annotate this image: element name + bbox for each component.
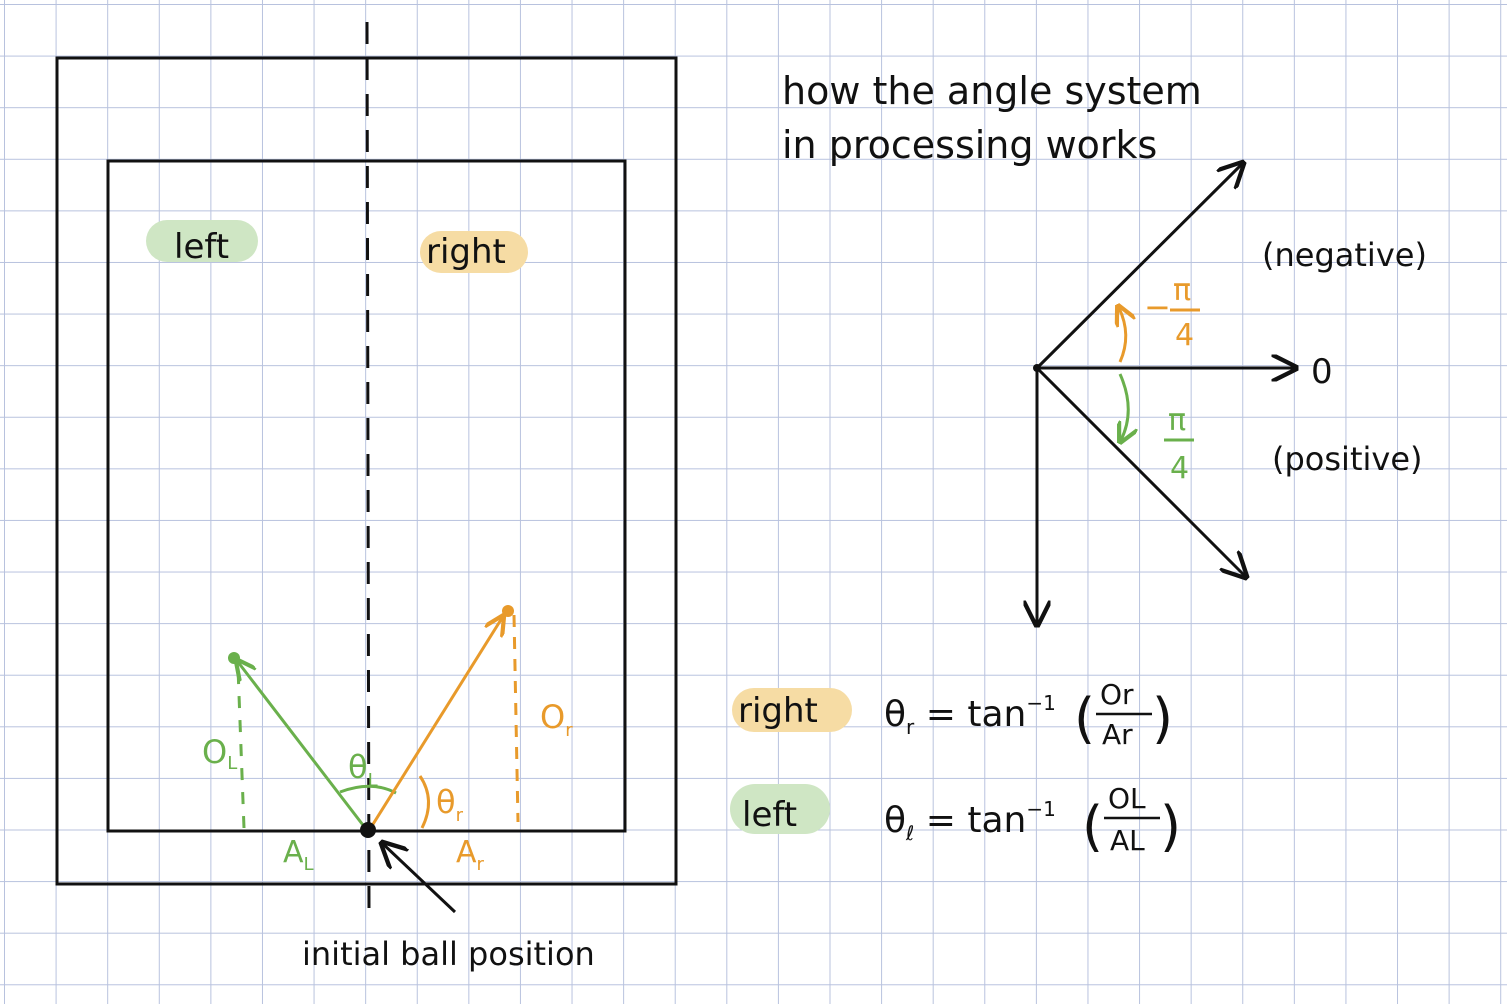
negative-angle-arc bbox=[1119, 308, 1126, 363]
right-velocity-arrow bbox=[368, 618, 502, 830]
negative-direction-arrow bbox=[1035, 163, 1243, 370]
outer-frame bbox=[55, 56, 678, 886]
ball bbox=[360, 822, 376, 838]
right-angle-arc bbox=[418, 775, 430, 829]
positive-angle-arc bbox=[1120, 373, 1128, 440]
left-velocity-arrow bbox=[238, 662, 368, 830]
left-formula-label: left bbox=[742, 795, 797, 835]
right-formula-highlight bbox=[732, 688, 852, 732]
ball-position-label: initial ball position bbox=[302, 935, 595, 973]
ball-pointer-arrow bbox=[382, 843, 457, 914]
right-formula-denominator: Ar bbox=[1102, 718, 1133, 751]
left-opposite-label: OL bbox=[202, 733, 237, 774]
right-target-point bbox=[502, 605, 514, 617]
negative-angle-sign: − bbox=[1144, 288, 1171, 326]
right-formula-open-paren: ( bbox=[1074, 687, 1095, 750]
left-formula-close-paren: ) bbox=[1160, 795, 1181, 858]
left-formula-numerator: OL bbox=[1108, 782, 1146, 815]
left-adjacent-label: AL bbox=[283, 835, 314, 875]
negative-label: (negative) bbox=[1262, 236, 1427, 274]
left-region-label: left bbox=[174, 227, 229, 267]
right-opposite-dashed bbox=[512, 614, 520, 823]
right-formula-label: right bbox=[738, 691, 818, 731]
zero-angle-label: 0 bbox=[1311, 352, 1333, 392]
right-formula-numerator: Or bbox=[1100, 678, 1134, 711]
right-highlight bbox=[420, 231, 528, 273]
right-theta-label: θr bbox=[436, 783, 464, 826]
left-angle-arc bbox=[339, 784, 397, 795]
left-formula-open-paren: ( bbox=[1082, 795, 1103, 858]
left-formula-highlight bbox=[730, 784, 830, 834]
left-opposite-dashed bbox=[236, 667, 246, 829]
positive-angle-numerator: π bbox=[1168, 403, 1186, 438]
right-opposite-label: Or bbox=[540, 698, 573, 741]
left-theta-label: θL bbox=[348, 748, 378, 791]
center-dashed-line bbox=[365, 21, 371, 913]
title-line-2: in processing works bbox=[782, 123, 1157, 167]
positive-direction-arrow bbox=[1035, 366, 1246, 577]
left-formula-denominator: AL bbox=[1110, 824, 1145, 857]
right-adjacent-label: Ar bbox=[456, 835, 485, 875]
title-line-1: how the angle system bbox=[782, 69, 1202, 113]
right-region-label: right bbox=[426, 232, 506, 272]
left-target-point bbox=[228, 652, 240, 664]
left-formula: θℓ = tan−1 bbox=[884, 797, 1056, 845]
positive-angle-denominator: 4 bbox=[1170, 451, 1189, 486]
positive-label: (positive) bbox=[1272, 440, 1422, 478]
negative-angle-denominator: 4 bbox=[1175, 318, 1194, 353]
left-highlight bbox=[146, 220, 258, 262]
negative-angle-numerator: π bbox=[1173, 273, 1191, 308]
right-formula: θr = tan−1 bbox=[884, 691, 1056, 739]
right-formula-close-paren: ) bbox=[1152, 687, 1173, 750]
